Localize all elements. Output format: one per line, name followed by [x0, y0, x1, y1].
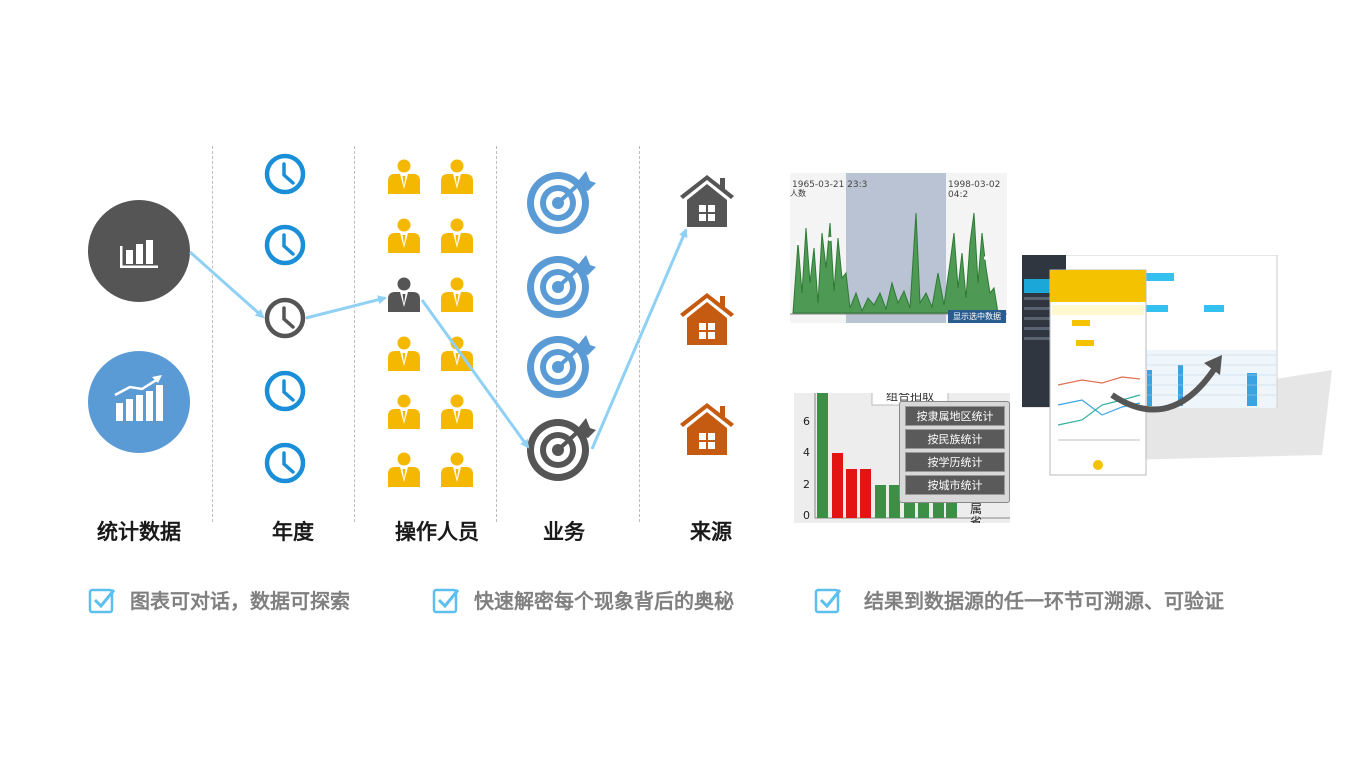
- person-icon: [441, 394, 473, 429]
- target-icon: [527, 335, 596, 398]
- clock-icon: [264, 442, 306, 484]
- clock-icon: [264, 153, 306, 195]
- trend-chart-icon: [88, 351, 190, 453]
- clock-icon: [264, 297, 306, 339]
- flow-arrow: [590, 228, 688, 450]
- chart-tooltip-title: 组合拍取: [886, 393, 935, 403]
- house-icon: [680, 175, 734, 227]
- column-label-source: 来源: [690, 520, 732, 544]
- y-tick-label: 2: [803, 478, 810, 491]
- clock-icon: [264, 370, 306, 412]
- column-label-business: 业务: [543, 520, 585, 544]
- person-icon: [388, 336, 420, 371]
- column-label-operator: 操作人员: [395, 520, 479, 544]
- target-icon: [527, 171, 596, 234]
- y-tick-label: 4: [803, 446, 810, 459]
- bar-chart-icon: [88, 200, 190, 302]
- menu-item-education[interactable]: 按学历统计: [905, 452, 1005, 472]
- clock-icon: [264, 224, 306, 266]
- feature-item: 快速解密每个现象背后的奥秘: [432, 585, 734, 614]
- range-start-date: 1965-03-21 23:3: [792, 180, 868, 190]
- target-icon: [527, 255, 596, 318]
- column-divider: [354, 146, 355, 522]
- menu-item-region[interactable]: 按隶属地区统计: [905, 406, 1005, 426]
- range-end-date: 1998-03-02 04:2: [948, 180, 1001, 200]
- app-collage-screenshot: [1022, 255, 1332, 480]
- feature-text: 结果到数据源的任一环节可溯源、可验证: [864, 589, 1224, 613]
- flow-arrow: [305, 295, 387, 320]
- area-chart-screenshot: 1965-03-21 23:3 1998-03-02 04:2 人数 显示选中数…: [790, 173, 1007, 323]
- flow-arrow: [420, 299, 530, 449]
- person-icon: [441, 218, 473, 253]
- feature-text: 图表可对话，数据可探索: [130, 589, 350, 613]
- feature-item: 结果到数据源的任一环节可溯源、可验证: [814, 585, 1224, 614]
- house-icon: [680, 403, 734, 455]
- feature-text: 快速解密每个现象背后的奥秘: [474, 589, 734, 613]
- person-icon: [388, 159, 420, 194]
- checkbox-checked-icon: [432, 588, 460, 613]
- show-selected-button[interactable]: 显示选中数据: [948, 310, 1006, 323]
- person-icon: [388, 394, 420, 429]
- person-icon: [441, 159, 473, 194]
- column-label-year: 年度: [272, 520, 314, 544]
- person-icon: [441, 452, 473, 487]
- house-icon: [680, 293, 734, 345]
- column-divider: [639, 146, 640, 522]
- column-label-stats: 统计数据: [97, 520, 181, 544]
- y-axis-label: 人数: [790, 189, 806, 198]
- person-icon: [388, 452, 420, 487]
- column-divider: [496, 146, 497, 522]
- feature-item: 图表可对话，数据可探索: [88, 585, 350, 614]
- person-icon: [388, 218, 420, 253]
- person-icon: [441, 277, 473, 312]
- bar-chart-screenshot: 组合拍取 6 4 2 0 属省 按隶属地区统计 按民族统计 按学历统计 按城市统…: [794, 393, 1010, 523]
- y-tick-label: 0: [803, 509, 810, 522]
- checkbox-checked-icon: [88, 588, 116, 613]
- target-icon: [527, 418, 596, 481]
- menu-item-city[interactable]: 按城市统计: [905, 475, 1005, 495]
- checkbox-checked-icon: [814, 588, 842, 613]
- y-tick-label: 6: [803, 415, 810, 428]
- column-divider: [212, 146, 213, 522]
- menu-item-ethnicity[interactable]: 按民族统计: [905, 429, 1005, 449]
- person-icon: [441, 336, 473, 371]
- flow-arrow: [189, 250, 265, 319]
- context-menu: 按隶属地区统计 按民族统计 按学历统计 按城市统计: [899, 401, 1010, 503]
- person-icon: [388, 277, 420, 312]
- side-axis-text: 属省: [970, 502, 983, 524]
